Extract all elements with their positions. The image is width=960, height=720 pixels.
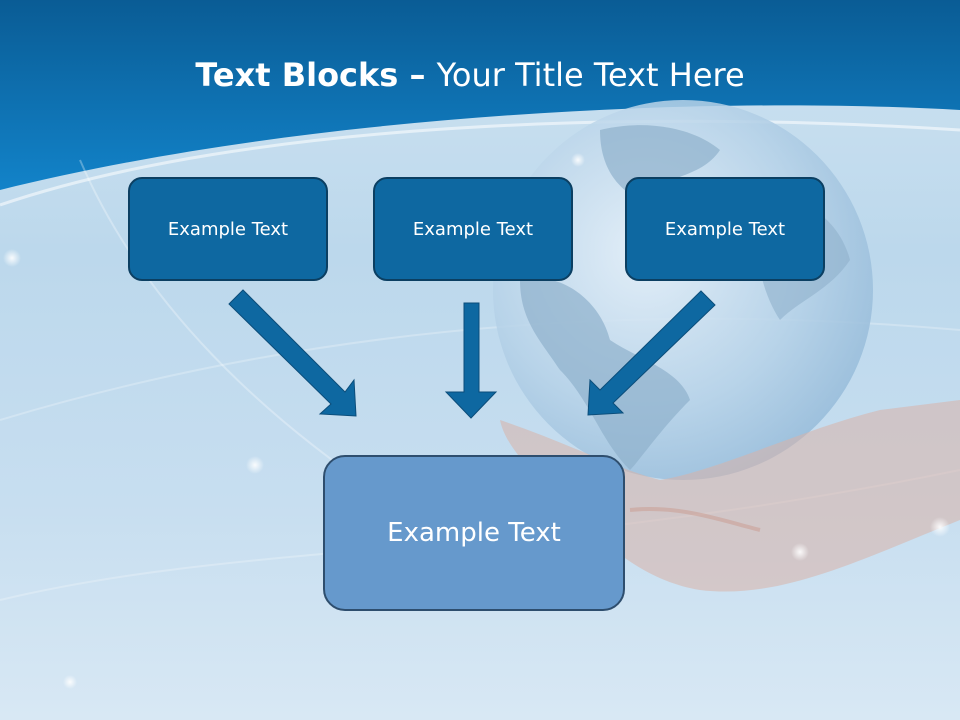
text-block-3-label: Example Text	[664, 218, 786, 240]
result-block[interactable]: Example Text	[323, 455, 625, 611]
slide-title: Text Blocks – Your Title Text Here	[0, 55, 940, 95]
arrow-center	[444, 302, 498, 419]
title-bold: Text Blocks	[195, 56, 399, 94]
header-band	[0, 0, 960, 190]
text-block-1[interactable]: Example Text	[128, 177, 328, 281]
text-block-2[interactable]: Example Text	[373, 177, 573, 281]
result-block-label: Example Text	[387, 518, 561, 548]
text-block-1-label: Example Text	[167, 218, 289, 240]
text-block-3[interactable]: Example Text	[625, 177, 825, 281]
text-block-2-label: Example Text	[412, 218, 534, 240]
arrow-left	[228, 289, 357, 417]
title-dash: –	[398, 56, 437, 94]
arrow-right	[587, 290, 716, 416]
title-rest: Your Title Text Here	[436, 56, 745, 94]
